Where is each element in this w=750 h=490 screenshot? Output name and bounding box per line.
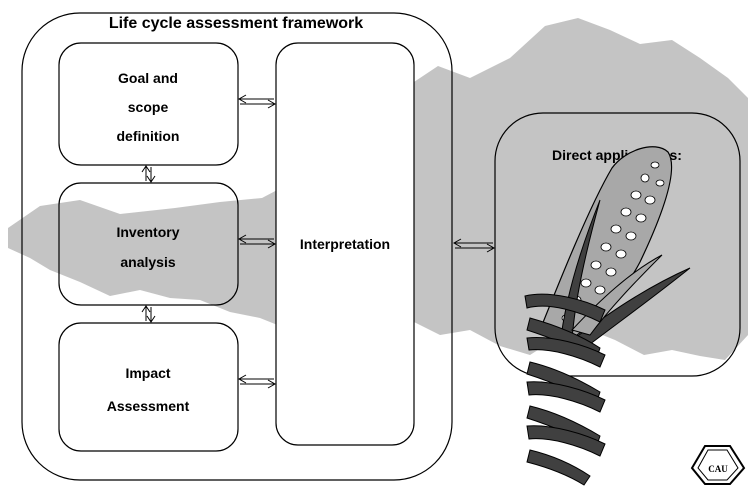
framework-title: Life cycle assessment framework	[109, 15, 363, 32]
goal-label-1: Goal and	[118, 70, 178, 86]
impact-label-2: Assessment	[107, 398, 190, 414]
framework-container	[21, 12, 453, 481]
inventory-label-2: analysis	[120, 254, 175, 270]
cau-logo-icon: CAU	[690, 445, 746, 485]
goal-label-3: definition	[117, 128, 180, 144]
applications-box	[494, 112, 741, 377]
arrow-framework-applications	[452, 238, 496, 253]
arrow-inventory-interpretation	[237, 234, 277, 249]
arrow-goal-interpretation	[237, 94, 277, 109]
cau-logo-text: CAU	[708, 464, 728, 474]
impact-box	[58, 322, 239, 452]
arrow-impact-interpretation	[237, 374, 277, 389]
interpretation-label: Interpretation	[300, 236, 390, 252]
inventory-box	[58, 182, 239, 306]
goal-box	[58, 42, 239, 166]
impact-label-1: Impact	[125, 365, 170, 381]
inventory-label-1: Inventory	[116, 224, 179, 240]
goal-label-2: scope	[128, 99, 169, 115]
arrow-goal-inventory	[141, 165, 156, 183]
arrow-inventory-impact	[141, 305, 156, 323]
dna-helix-icon	[524, 293, 606, 486]
